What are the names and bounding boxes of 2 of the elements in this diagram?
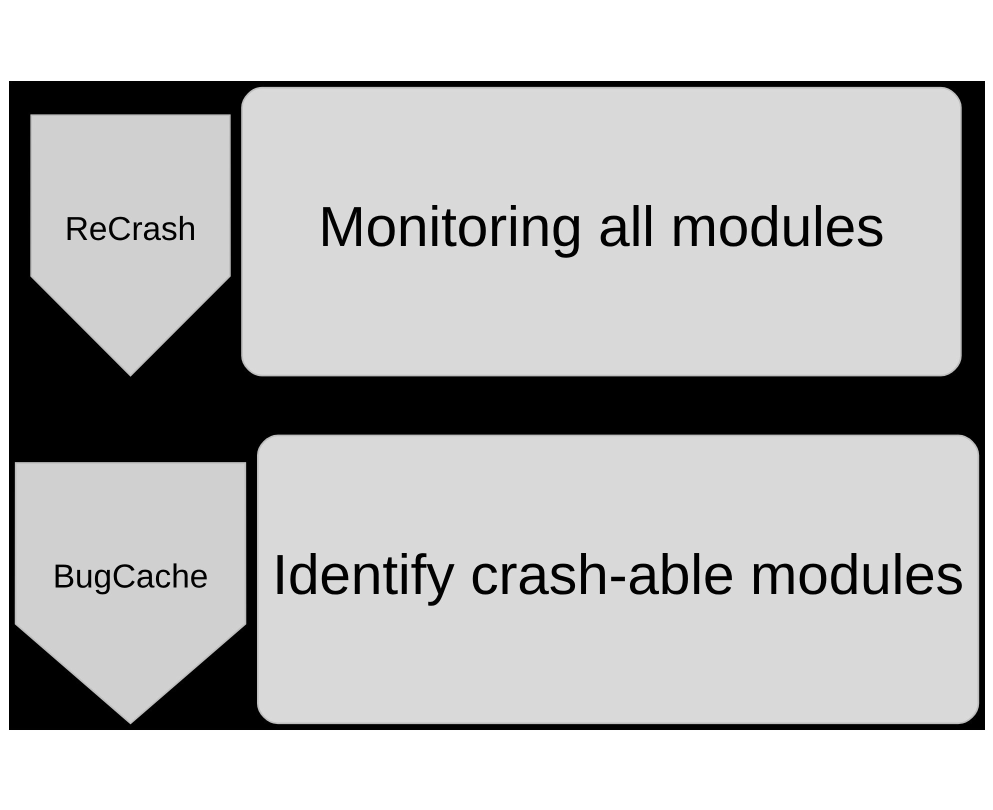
node-box: Identify crash-able modules xyxy=(256,434,979,724)
node-box: Monitoring all modules xyxy=(240,86,962,376)
